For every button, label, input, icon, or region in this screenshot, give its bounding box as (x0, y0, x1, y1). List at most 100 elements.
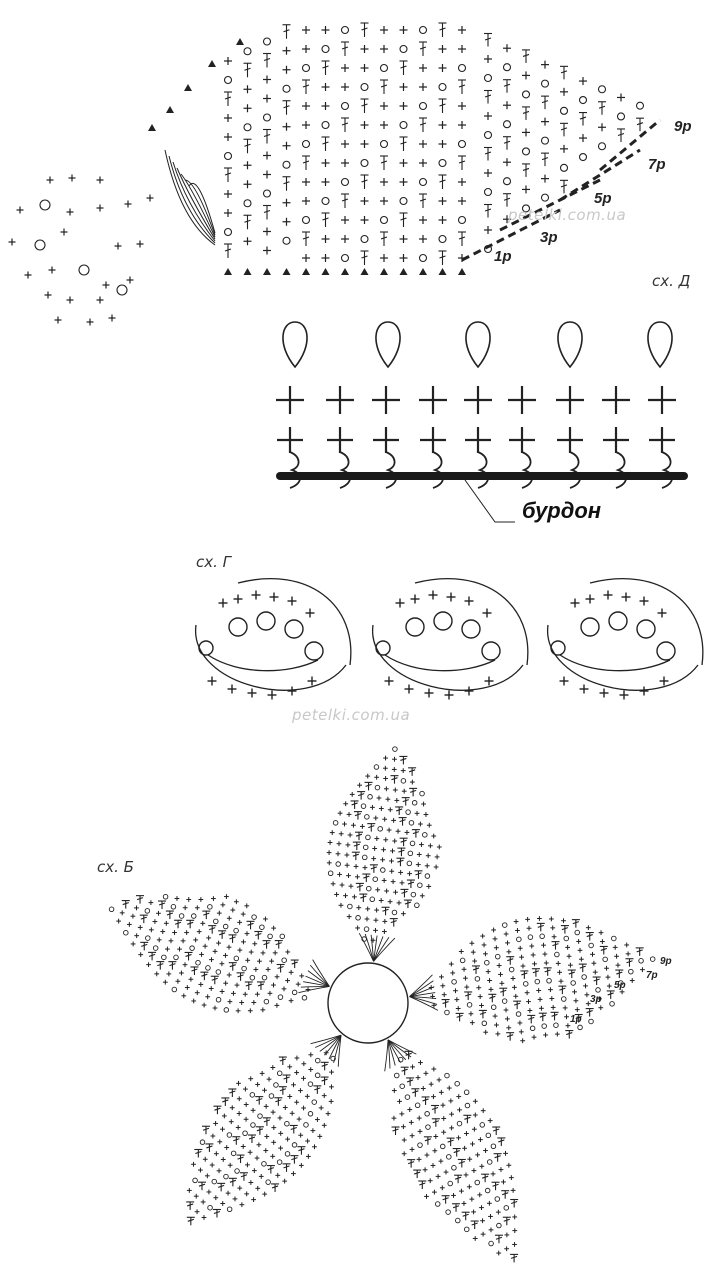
single-crochet-symbol (228, 1119, 234, 1125)
single-crochet-symbol (359, 824, 365, 829)
single-crochet-symbol (265, 966, 271, 972)
single-crochet-symbol (409, 779, 415, 785)
single-crochet-symbol (138, 952, 144, 958)
single-crochet-symbol (381, 847, 386, 853)
single-crochet-symbol (510, 1187, 516, 1193)
single-crochet-symbol (619, 690, 629, 700)
single-crochet-symbol (564, 1014, 569, 1020)
double-crochet-symbol (139, 914, 148, 924)
chain-stitch-symbol (451, 1165, 457, 1171)
single-crochet-symbol (152, 919, 158, 924)
single-crochet-symbol (512, 1228, 518, 1234)
petal-base-fan (303, 981, 330, 987)
single-crochet-symbol (401, 1124, 406, 1130)
chain-stitch-symbol (360, 803, 367, 809)
single-crochet-symbol (399, 102, 408, 110)
double-crochet-symbol (360, 98, 369, 113)
single-crochet-symbol (578, 956, 584, 962)
single-crochet-symbol (282, 141, 291, 150)
chain-stitch-symbol (360, 234, 369, 244)
single-crochet-symbol (603, 427, 629, 453)
chain-stitch-symbol (447, 1180, 453, 1187)
single-crochet-symbol (224, 114, 232, 122)
flower-center-ring (327, 962, 409, 1044)
single-crochet-symbol (154, 971, 160, 977)
single-crochet-symbol (515, 928, 520, 933)
single-crochet-symbol (329, 1069, 334, 1075)
row-label-7: 7р (648, 156, 666, 173)
single-crochet-symbol (301, 1105, 306, 1111)
slip-stitch-symbol (321, 268, 330, 275)
single-crochet-symbol (263, 246, 271, 255)
single-crochet-symbol (282, 1105, 288, 1110)
single-crochet-symbol (193, 937, 199, 943)
single-crochet-symbol (472, 1098, 478, 1104)
single-crochet-symbol (421, 801, 426, 807)
chain-stitch-symbol (457, 63, 467, 73)
double-crochet-symbol (399, 136, 408, 151)
double-crochet-symbol (522, 49, 530, 63)
single-crochet-symbol (373, 815, 379, 821)
chain-stitch-symbol (407, 850, 414, 857)
chain-stitch-symbol (230, 1150, 237, 1157)
single-crochet-symbol (349, 792, 355, 797)
single-crochet-symbol (243, 104, 252, 113)
double-crochet-symbol (541, 152, 549, 167)
cord-leader-line (464, 479, 515, 523)
double-crochet-symbol (419, 193, 427, 208)
chain-stitch-symbol (534, 978, 541, 985)
double-crochet-symbol (350, 800, 359, 809)
leaf-symbols (8, 22, 661, 326)
single-crochet-symbol (409, 1133, 415, 1139)
single-crochet-symbol (373, 917, 379, 923)
single-crochet-symbol (438, 1158, 444, 1164)
double-crochet-symbol (263, 204, 271, 220)
double-crochet-symbol (228, 934, 237, 943)
chain-stitch-symbol (490, 1143, 497, 1150)
chain-stitch-symbol (597, 142, 607, 151)
chain-stitch-symbol (263, 998, 270, 1005)
chain-stitch-symbol (602, 956, 608, 963)
chain-stitch-symbol (540, 193, 550, 202)
chain-stitch-symbol (367, 794, 373, 800)
chain-stitch-symbol (399, 120, 408, 130)
double-crochet-symbol (395, 806, 404, 815)
single-crochet-symbol (472, 1112, 478, 1118)
single-crochet-symbol (289, 1110, 295, 1116)
picot-loop-symbol (282, 321, 308, 369)
chain-stitch-symbol (446, 1154, 452, 1160)
single-crochet-symbol (487, 978, 492, 983)
chain-stitch-symbol (508, 966, 515, 973)
single-crochet-symbol (221, 1113, 227, 1119)
single-crochet-symbol (513, 993, 519, 999)
single-crochet-symbol (433, 1134, 439, 1139)
single-crochet-symbol (231, 990, 236, 996)
single-crochet-symbol (480, 1218, 485, 1224)
flower-row-label-7: 7р (646, 970, 658, 981)
single-crochet-symbol (432, 1189, 437, 1195)
single-crochet-symbol (146, 962, 151, 968)
chain-stitch-symbol (340, 253, 350, 263)
single-crochet-symbol (239, 1000, 245, 1005)
single-crochet-symbol (659, 676, 669, 686)
single-crochet-symbol (177, 946, 182, 952)
single-crochet-symbol (597, 996, 602, 1002)
double-crochet-symbol (470, 1220, 479, 1230)
chain-stitch-symbol (481, 1020, 488, 1027)
single-crochet-symbol (484, 112, 492, 120)
single-crochet-symbol (208, 986, 214, 991)
single-crochet-symbol (239, 1202, 245, 1208)
chain-stitch-symbol (39, 199, 51, 211)
single-crochet-symbol (410, 594, 420, 604)
row-direction-line (499, 178, 601, 232)
single-crochet-symbol (191, 998, 197, 1004)
single-crochet-symbol (378, 898, 384, 903)
double-crochet-symbol (635, 947, 644, 956)
single-crochet-symbol (614, 953, 619, 959)
chain-stitch-symbol (479, 1122, 486, 1128)
single-crochet-symbol (387, 807, 393, 813)
single-crochet-symbol (432, 1148, 438, 1154)
double-crochet-symbol (503, 136, 511, 150)
single-crochet-symbol (247, 688, 257, 698)
single-crochet-symbol (188, 976, 194, 982)
